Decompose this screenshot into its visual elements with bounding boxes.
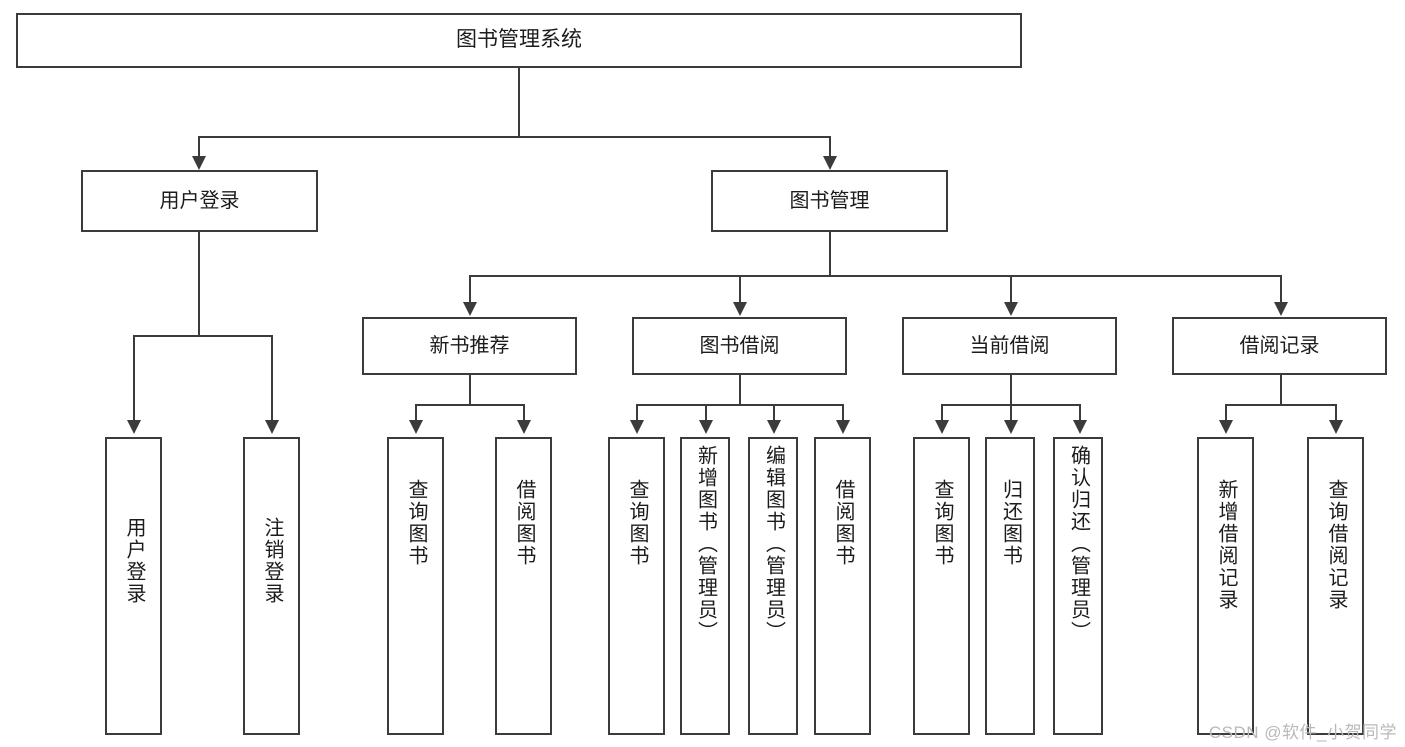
connector-root-bus xyxy=(198,136,831,138)
leaf-label: 确认归还（管理员） xyxy=(1067,445,1090,643)
connector-current-borrow-to-leaf-2 xyxy=(1010,404,1012,422)
leaf-add-book-admin[interactable]: 新增图书（管理员） xyxy=(680,437,730,735)
connector-new-book-recommend-to-leaf-1 xyxy=(415,404,417,422)
connector-current-borrow-to-leaf-1 xyxy=(941,404,943,422)
connector-current-borrow-to-leaf-3 xyxy=(1079,404,1081,422)
leaf-confirm-return-admin[interactable]: 确认归还（管理员） xyxy=(1053,437,1103,735)
leaf-add-borrow-record[interactable]: 新增借阅记录 xyxy=(1197,437,1254,735)
leaf-return-book[interactable]: 归还图书 xyxy=(985,437,1035,735)
leaf-logout-login[interactable]: 注销登录 xyxy=(243,437,300,735)
connector-book-borrow-to-leaf-1 xyxy=(636,404,638,422)
connector-new-book-recommend-bus xyxy=(415,404,523,406)
leaf-borrow-book[interactable]: 借阅图书 xyxy=(814,437,871,735)
leaf-label: 编辑图书（管理员） xyxy=(762,445,785,643)
arrow-current-borrow-to-leaf-3 xyxy=(1073,420,1087,434)
leaf-borrow-book-recommend[interactable]: 借阅图书 xyxy=(495,437,552,735)
connector-book-management-stem xyxy=(829,232,831,276)
connector-book-borrow-bus xyxy=(636,404,843,406)
connector-book-borrow-to-leaf-2 xyxy=(705,404,707,422)
leaf-label: 借阅图书 xyxy=(832,479,854,567)
arrow-current-borrow-to-leaf-1 xyxy=(935,420,949,434)
node-label: 借阅记录 xyxy=(1239,334,1320,357)
connector-to-current-borrow xyxy=(1010,275,1012,303)
node-label: 新书推荐 xyxy=(429,334,510,357)
connector-root-to-book-management xyxy=(829,136,831,158)
arrow-root-to-book-management xyxy=(823,156,837,170)
connector-to-book-borrow xyxy=(739,275,741,303)
node-label: 图书管理系统 xyxy=(456,28,582,52)
leaf-label: 新增借阅记录 xyxy=(1215,479,1237,611)
leaf-query-book-borrow[interactable]: 查询图书 xyxy=(608,437,665,735)
connector-root-to-user-login xyxy=(198,136,200,158)
node-label: 当前借阅 xyxy=(969,334,1050,357)
connector-user-login-bus xyxy=(133,335,272,337)
arrow-book-borrow-to-leaf-3 xyxy=(767,420,781,434)
connector-root-stem xyxy=(518,68,520,137)
node-book-borrow[interactable]: 图书借阅 xyxy=(632,317,847,375)
leaf-query-book-current[interactable]: 查询图书 xyxy=(913,437,970,735)
arrow-book-borrow-to-leaf-4 xyxy=(836,420,850,434)
connector-user-login-stem xyxy=(198,232,200,336)
arrow-book-borrow-to-leaf-2 xyxy=(699,420,713,434)
connector-borrow-record-stem xyxy=(1280,375,1282,405)
connector-user-login-to-leaf-2 xyxy=(271,335,273,421)
leaf-label: 查询借阅记录 xyxy=(1325,479,1347,611)
arrow-new-book-recommend-to-leaf-2 xyxy=(517,420,531,434)
connector-to-borrow-record xyxy=(1280,275,1282,303)
arrow-book-borrow-to-leaf-1 xyxy=(630,420,644,434)
arrow-current-borrow-to-leaf-2 xyxy=(1004,420,1018,434)
connector-user-login-to-leaf-1 xyxy=(133,335,135,421)
arrow-root-to-user-login xyxy=(192,156,206,170)
arrow-user-login-to-leaf-2 xyxy=(265,420,279,434)
connector-new-book-recommend-to-leaf-2 xyxy=(523,404,525,422)
connector-borrow-record-bus xyxy=(1225,404,1335,406)
node-user-login[interactable]: 用户登录 xyxy=(81,170,318,232)
leaf-label: 查询图书 xyxy=(626,479,648,567)
arrow-new-book-recommend-to-leaf-1 xyxy=(409,420,423,434)
arrow-borrow-record-to-leaf-2 xyxy=(1329,420,1343,434)
leaf-label: 注销登录 xyxy=(261,517,283,605)
leaf-label: 用户登录 xyxy=(123,517,145,605)
connector-new-book-recommend-stem xyxy=(469,375,471,405)
node-label: 图书管理 xyxy=(789,189,870,212)
node-book-management[interactable]: 图书管理 xyxy=(711,170,948,232)
connector-borrow-record-to-leaf-1 xyxy=(1225,404,1227,422)
arrow-to-current-borrow xyxy=(1004,302,1018,316)
connector-current-borrow-stem xyxy=(1010,375,1012,405)
leaf-user-login[interactable]: 用户登录 xyxy=(105,437,162,735)
arrow-to-new-book-recommend xyxy=(463,302,477,316)
leaf-label: 归还图书 xyxy=(999,479,1022,567)
leaf-query-borrow-record[interactable]: 查询借阅记录 xyxy=(1307,437,1364,735)
node-label: 图书借阅 xyxy=(699,334,780,357)
connector-book-borrow-to-leaf-3 xyxy=(773,404,775,422)
node-root-book-management-system[interactable]: 图书管理系统 xyxy=(16,13,1022,68)
leaf-label: 借阅图书 xyxy=(513,479,535,567)
arrow-to-borrow-record xyxy=(1274,302,1288,316)
connector-to-new-book-recommend xyxy=(469,275,471,303)
node-label: 用户登录 xyxy=(159,189,240,212)
arrow-borrow-record-to-leaf-1 xyxy=(1219,420,1233,434)
leaf-label: 查询图书 xyxy=(931,479,953,567)
connector-book-borrow-stem xyxy=(739,375,741,405)
node-new-book-recommend[interactable]: 新书推荐 xyxy=(362,317,577,375)
arrow-to-book-borrow xyxy=(733,302,747,316)
leaf-label: 查询图书 xyxy=(405,479,427,567)
arrow-user-login-to-leaf-1 xyxy=(127,420,141,434)
connector-borrow-record-to-leaf-2 xyxy=(1335,404,1337,422)
connector-level2-bus xyxy=(469,275,1281,277)
leaf-query-book-recommend[interactable]: 查询图书 xyxy=(387,437,444,735)
connector-book-borrow-to-leaf-4 xyxy=(842,404,844,422)
node-borrow-record[interactable]: 借阅记录 xyxy=(1172,317,1387,375)
node-current-borrow[interactable]: 当前借阅 xyxy=(902,317,1117,375)
leaf-label: 新增图书（管理员） xyxy=(694,445,717,643)
leaf-edit-book-admin[interactable]: 编辑图书（管理员） xyxy=(748,437,798,735)
